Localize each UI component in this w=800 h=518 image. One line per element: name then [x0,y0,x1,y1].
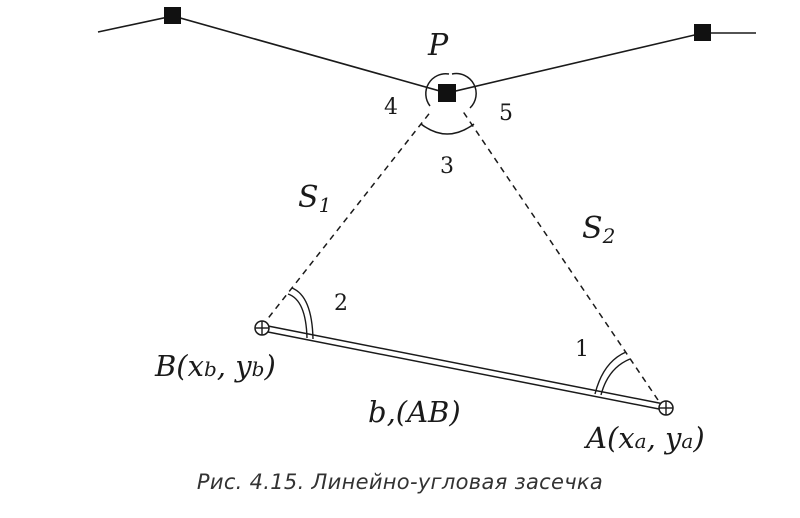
angle-2-label: 2 [334,291,348,316]
angle-4-label: 4 [384,95,398,120]
station-marker-right [694,24,711,41]
angle-1-label: 1 [575,337,589,362]
angle-5-arc [451,72,477,109]
side-s1-line [261,109,433,327]
point-b-label: B(xb, yb) [154,349,276,383]
point-a-symbol [658,400,674,416]
baseline-ab-line [267,325,665,411]
angle-2-arc [287,287,314,340]
station-marker-left [164,7,181,24]
angle-4-arc [425,73,450,107]
point-p-label: P [427,28,449,63]
angle-5-label: 5 [499,101,513,126]
angle-1-arc [594,351,631,396]
side-s2-label: S2 [582,211,615,248]
side-s2-line [461,109,659,401]
figure-caption: Рис. 4.15. Линейно-угловая засечка [196,470,604,494]
point-b-symbol [254,320,270,336]
angle-3-label: 3 [440,154,454,179]
point-a-label: A(xa, ya) [583,421,705,455]
traverse-line [97,15,756,94]
baseline-ab-label: b,(AB) [368,395,461,429]
side-s1-label: S1 [298,180,331,217]
diagram-canvas: P 4 5 3 2 1 S1 S2 B(xb, yb) b,(AB) A(xa,… [97,7,756,455]
angle-3-arc [420,123,475,135]
point-p-marker [438,84,456,102]
